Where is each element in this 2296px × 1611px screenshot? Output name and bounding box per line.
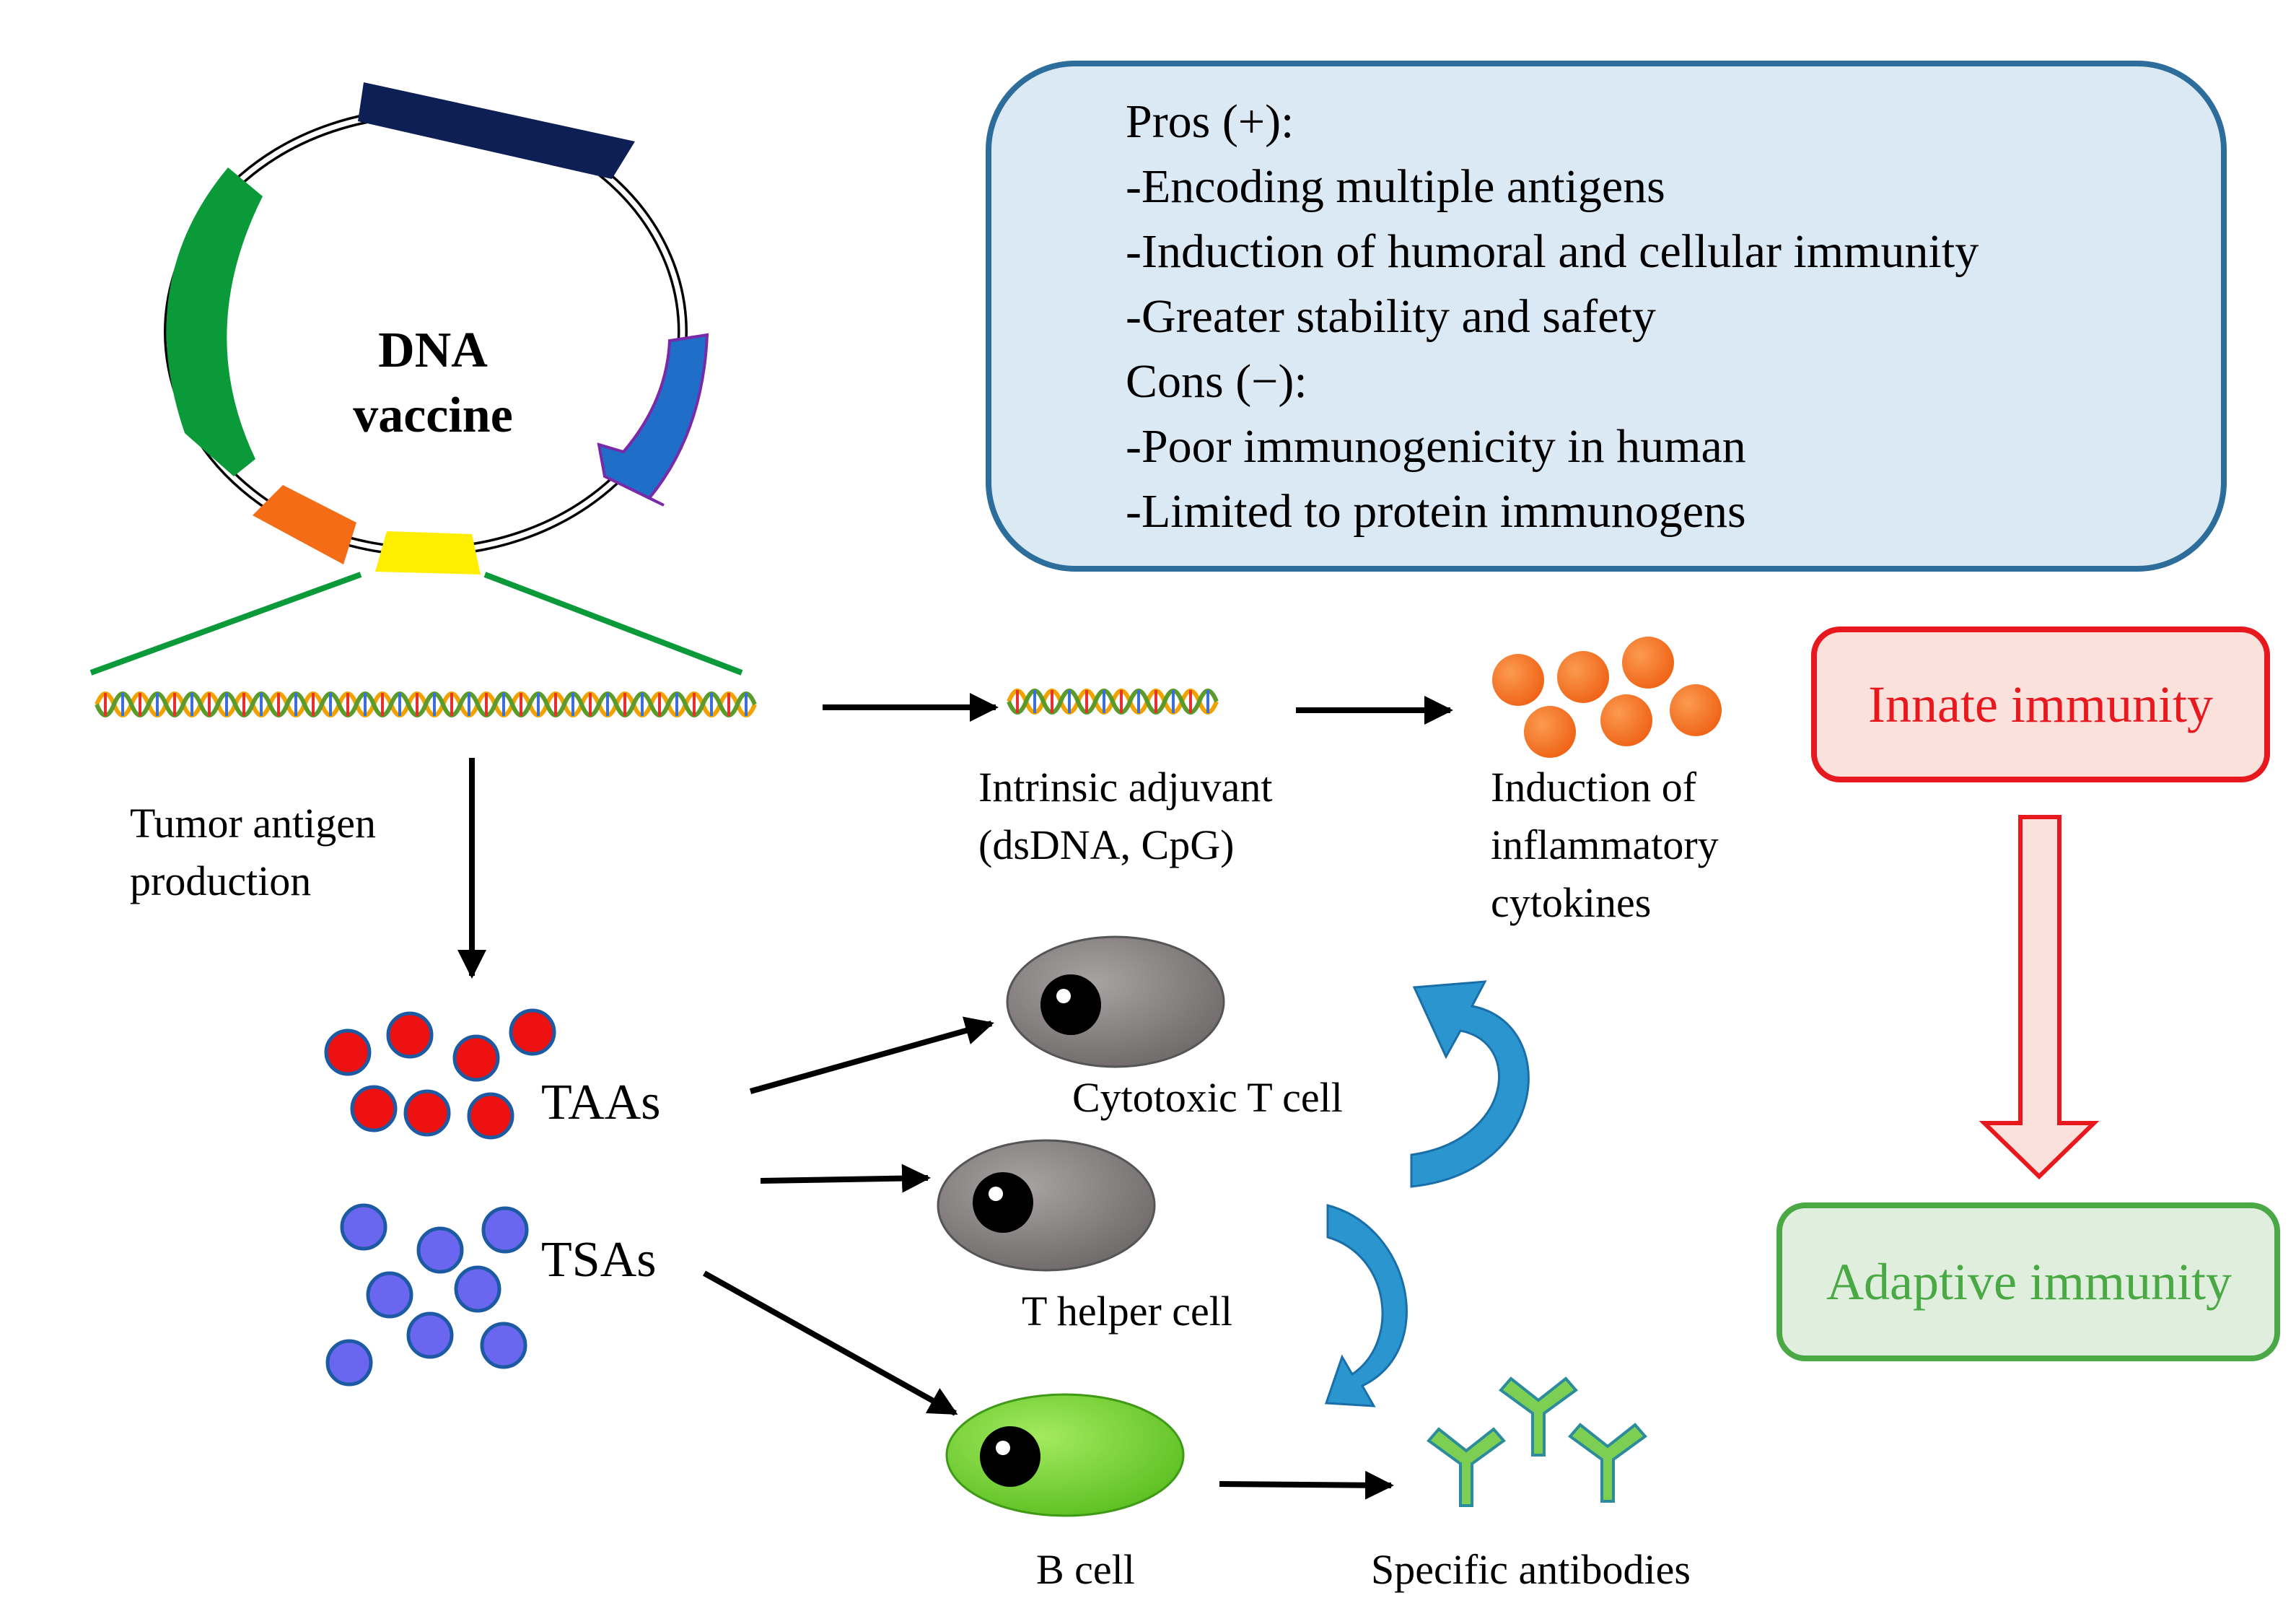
cytokine-dot xyxy=(1622,637,1674,689)
tsa-dot xyxy=(454,1265,501,1313)
antibody-icon xyxy=(1499,1376,1578,1457)
taa-dot xyxy=(509,1008,556,1056)
helper-cell-nucleus xyxy=(973,1172,1033,1233)
tsa-dot xyxy=(366,1271,413,1319)
tsa-dot xyxy=(325,1339,373,1387)
plasmid-segment-blue-arrow xyxy=(597,333,709,507)
dna-helix-long xyxy=(95,691,757,717)
adaptive-box xyxy=(1776,1202,2280,1361)
antibody-icon xyxy=(1568,1423,1647,1503)
adjuvant-label-line1: Intrinsic adjuvant xyxy=(978,764,1273,811)
innate-label: Innate immunity xyxy=(1868,676,2213,733)
innate-box xyxy=(1811,626,2270,782)
taa-dot xyxy=(403,1089,451,1137)
taa-dot xyxy=(467,1092,514,1140)
taa-dot xyxy=(350,1085,398,1132)
cons-item-2: -Limited to protein immunogens xyxy=(1126,485,1746,538)
cytokine-dot xyxy=(1524,706,1576,758)
tumor-antigen-label-line1: Tumor antigen xyxy=(130,800,376,847)
cytotoxic-cell-nucleus xyxy=(1040,974,1101,1035)
adaptive-immunity-box: Adaptive immunity xyxy=(1776,1202,2280,1361)
helper-cell-nucleus-highlight xyxy=(989,1187,1003,1201)
plasmid-segment-orange xyxy=(253,485,356,564)
cons-heading: Cons (−): xyxy=(1126,355,1307,408)
plasmid-title-line1: DNA xyxy=(378,323,488,378)
bcell-nucleus xyxy=(980,1426,1040,1487)
arrow-tsa-to-bcell xyxy=(703,1270,958,1416)
plasmid-title-line2: vaccine xyxy=(353,388,513,443)
pros-item-2: -Induction of humoral and cellular immun… xyxy=(1126,225,1979,278)
helper-label: T helper cell xyxy=(1022,1288,1232,1335)
adjuvant-label-line2: (dsDNA, CpG) xyxy=(978,821,1234,868)
tumor-antigen-label-line2: production xyxy=(130,857,311,904)
cons-item-1: -Poor immunogenicity in human xyxy=(1126,420,1746,473)
curved-arrow-up xyxy=(1410,980,1530,1188)
curved-arrow-down xyxy=(1324,1204,1408,1407)
pros-item-3: -Greater stability and safety xyxy=(1126,290,1656,343)
cytotoxic-label: Cytotoxic T cell xyxy=(1072,1074,1343,1121)
taas-label: TAAs xyxy=(541,1075,661,1130)
cytotoxic-cell-body xyxy=(1006,935,1225,1068)
zoom-line-right xyxy=(483,572,743,676)
pros-cons-panel: Pros (+): -Encoding multiple antigens -I… xyxy=(986,61,2227,572)
tsas-label: TSAs xyxy=(541,1232,656,1288)
t-helper-cell xyxy=(937,1139,1156,1272)
taa-dot xyxy=(324,1029,372,1076)
dna-helix-short xyxy=(1007,689,1219,715)
arrow-to-helper xyxy=(760,1164,931,1193)
taa-dot xyxy=(452,1034,500,1082)
tsa-dot xyxy=(340,1203,387,1251)
innate-immunity-box: Innate immunity xyxy=(1811,626,2270,782)
cytotoxic-cell-nucleus-highlight xyxy=(1056,989,1071,1003)
cytokine-dot xyxy=(1557,651,1609,703)
zoom-line-left xyxy=(89,572,362,676)
pros-heading: Pros (+): xyxy=(1126,95,1294,148)
tsa-cluster xyxy=(325,1203,529,1387)
bcell-label: B cell xyxy=(1036,1546,1135,1593)
tsa-dot xyxy=(480,1322,527,1369)
cytokine-dot xyxy=(1600,694,1652,746)
arrow-bcell-to-antibodies xyxy=(1219,1470,1394,1500)
cytokine-cluster xyxy=(1492,637,1722,758)
taa-cluster xyxy=(324,1008,556,1140)
cytotoxic-t-cell xyxy=(1006,935,1225,1068)
cytokine-dot xyxy=(1670,684,1722,736)
innate-to-adaptive-arrow xyxy=(1979,815,2100,1180)
plasmid-segment-navy xyxy=(358,82,635,179)
plasmid-segment-yellow xyxy=(375,531,481,575)
taa-dot xyxy=(386,1011,434,1059)
plasmid-segment-green xyxy=(166,167,263,476)
pros-item-1: -Encoding multiple antigens xyxy=(1126,160,1665,213)
antibody-icon xyxy=(1427,1427,1506,1507)
tsa-dot xyxy=(481,1206,529,1254)
induction-label-line3: cytokines xyxy=(1491,879,1651,926)
tsa-dot xyxy=(416,1226,464,1274)
b-cell xyxy=(945,1393,1185,1517)
antibody-group xyxy=(1427,1376,1647,1507)
plasmid: DNA vaccine xyxy=(164,82,709,575)
antibodies-label: Specific antibodies xyxy=(1371,1546,1691,1593)
induction-label-line2: inflammatory xyxy=(1491,821,1719,868)
tsa-dot xyxy=(406,1311,454,1359)
helper-cell-body xyxy=(937,1139,1156,1272)
induction-label-line1: Induction of xyxy=(1491,764,1697,811)
pros-cons-box xyxy=(986,61,2227,572)
cytokine-dot xyxy=(1492,654,1544,706)
adaptive-label: Adaptive immunity xyxy=(1826,1253,2232,1311)
bcell-nucleus-highlight xyxy=(996,1441,1010,1455)
arrow-taa-to-cytotoxic xyxy=(749,1016,994,1094)
